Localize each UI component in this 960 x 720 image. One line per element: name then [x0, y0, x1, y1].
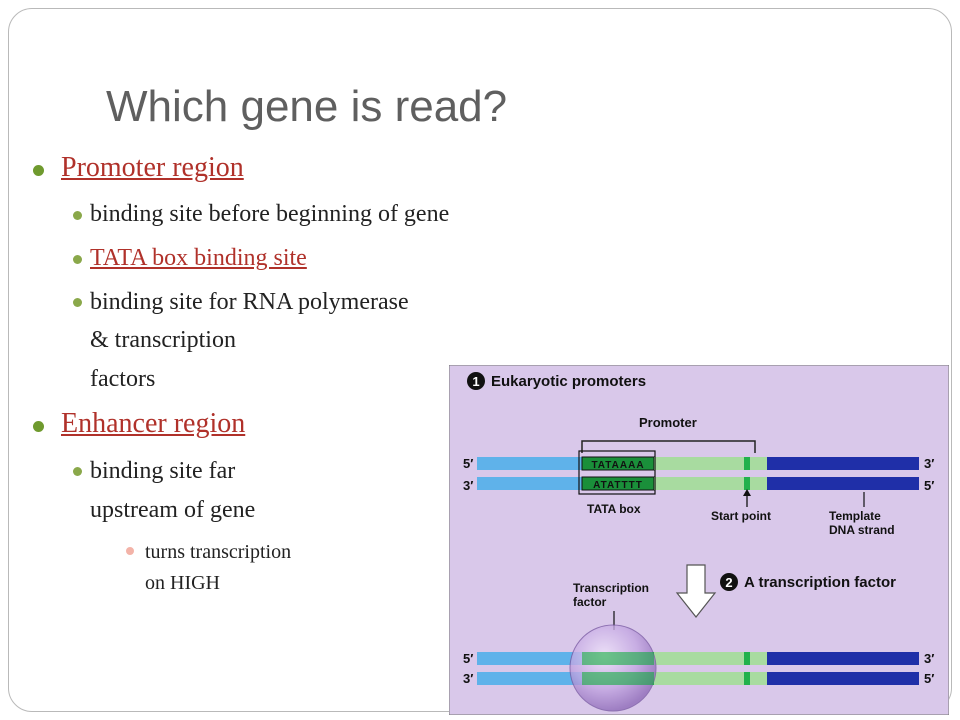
dna-bottom-darkblue	[767, 477, 919, 490]
promoter-sub-text: factors	[90, 366, 156, 392]
dna2-bottom-green-2	[750, 672, 767, 685]
dna2-bottom-darkblue	[767, 672, 919, 685]
start2-mark-top	[744, 652, 750, 665]
bullet-dot	[33, 421, 44, 432]
promoter-label: Promoter	[639, 415, 697, 430]
enhancer-sub-sub-text: on HIGH	[145, 572, 220, 594]
step-2-badge	[720, 573, 738, 591]
step-2-title: A transcription factor	[744, 574, 896, 591]
transcription-factor-sphere	[569, 624, 657, 712]
bullet-dot	[73, 255, 82, 264]
dna-bottom-green-2	[750, 477, 767, 490]
step-1-badge	[467, 372, 485, 390]
strand-top-3prime: 3′	[924, 456, 934, 471]
promoter-sub-text: binding site for RNA polymerase	[90, 289, 409, 315]
step-1-number: 1	[472, 374, 479, 389]
dna2-top-green-2	[750, 652, 767, 665]
template-label-line1: Template	[829, 509, 881, 523]
dna-bottom-blue	[477, 477, 582, 490]
promoter-sub-text: & transcription	[90, 327, 236, 353]
tata-bottom-seq: ATATTTT	[593, 480, 643, 491]
dna2-bottom-green	[654, 672, 744, 685]
tata-top-seq: TATAAAA	[591, 460, 644, 471]
tf-overlay-top	[582, 652, 654, 665]
start-mark-top	[744, 457, 750, 470]
enhancer-region-link[interactable]: Enhancer region	[61, 408, 246, 439]
step-1-title: Eukaryotic promoters	[491, 373, 646, 390]
dna2-bottom-blue	[477, 672, 582, 685]
dna-bottom-green	[654, 477, 744, 490]
start-mark-bottom	[744, 477, 750, 490]
strand2-top-5prime: 5′	[463, 651, 473, 666]
bullet-dot	[33, 165, 44, 176]
bullet-dot	[73, 298, 82, 307]
down-arrow-icon	[675, 564, 717, 618]
strand2-bottom-3prime: 3′	[463, 671, 473, 686]
tata-box-link[interactable]: TATA box binding site	[90, 245, 307, 271]
dna-top-blue	[477, 457, 582, 470]
strand2-bottom-5prime: 5′	[924, 671, 934, 686]
bullet-dot	[126, 547, 134, 555]
promoter-diagram: 1 Eukaryotic promoters Promoter 5′ TATAA…	[449, 365, 949, 715]
enhancer-sub-text: binding site far	[90, 458, 236, 484]
template-label-line2: DNA strand	[829, 523, 895, 537]
tf-label-line1: Transcription	[573, 581, 649, 595]
strand-bottom-5prime: 5′	[924, 478, 934, 493]
strand-bottom-3prime: 3′	[463, 478, 473, 493]
dna-top-darkblue	[767, 457, 919, 470]
tf-label-line2: factor	[573, 595, 607, 609]
bullet-dot	[73, 467, 82, 476]
bullet-dot	[73, 211, 82, 220]
dna2-top-darkblue	[767, 652, 919, 665]
strand2-top-3prime: 3′	[924, 651, 934, 666]
start2-mark-bottom	[744, 672, 750, 685]
start-point-label: Start point	[711, 509, 771, 523]
tata-box-label: TATA box	[587, 502, 641, 516]
dna2-top-green	[654, 652, 744, 665]
promoter-region-link[interactable]: Promoter region	[61, 152, 244, 183]
enhancer-sub-sub-text: turns transcription	[145, 541, 292, 563]
strand-top-5prime: 5′	[463, 456, 473, 471]
start-point-arrow-head	[743, 489, 751, 496]
enhancer-sub-text: upstream of gene	[90, 497, 256, 523]
slide-title: Which gene is read?	[106, 82, 508, 131]
promoter-bracket	[581, 440, 756, 453]
dna-top-green-2	[750, 457, 767, 470]
dna-top-green	[654, 457, 744, 470]
promoter-sub-text: binding site before beginning of gene	[90, 201, 450, 227]
tata-box-outline	[578, 450, 656, 495]
step-2-number: 2	[725, 575, 732, 590]
dna2-top-blue	[477, 652, 582, 665]
tf-overlay-bottom	[582, 672, 654, 685]
